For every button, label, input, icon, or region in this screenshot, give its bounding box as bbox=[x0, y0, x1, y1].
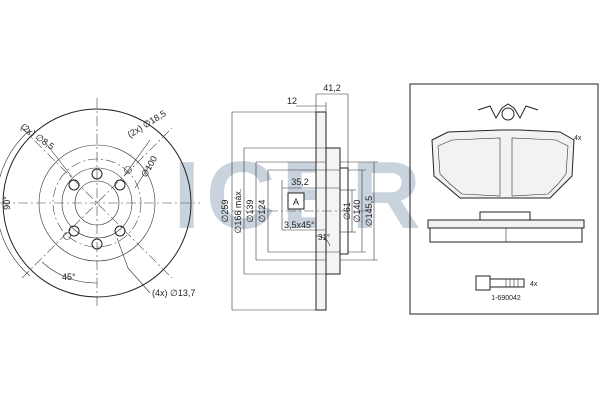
disc-front-view bbox=[0, 98, 200, 308]
bolt-hole bbox=[114, 179, 126, 191]
angle-45-label: 45° bbox=[62, 272, 76, 282]
bolt-holes-label: (4x) ∅13,7 bbox=[152, 288, 195, 298]
brake-pad-side bbox=[427, 219, 585, 229]
chamfer-label: 3,5x45° bbox=[284, 220, 315, 230]
angle-31-label: 31° bbox=[318, 233, 330, 242]
angle-90-label: 90° bbox=[2, 196, 12, 210]
dim-41-label: 41,2 bbox=[323, 83, 341, 93]
dim-35-label: 35,2 bbox=[291, 177, 309, 187]
pad-qty-label: 4x bbox=[574, 135, 582, 142]
disc-section-view bbox=[231, 93, 378, 311]
guide-bolt bbox=[475, 275, 525, 291]
bolt-qty-label: 4x bbox=[530, 281, 538, 288]
dim-12-label: 12 bbox=[287, 96, 297, 106]
bolt-hole bbox=[91, 238, 103, 250]
spring-clip bbox=[477, 103, 539, 120]
dia-140-label: ∅140 bbox=[352, 200, 362, 223]
bolt-hole bbox=[68, 225, 80, 237]
dia-259-label: ∅259 bbox=[220, 200, 230, 223]
bolt-hole bbox=[114, 225, 126, 237]
bolt-hole bbox=[91, 168, 103, 180]
dia-139-label: ∅139 bbox=[245, 200, 255, 223]
dia-166-label: ∅166 máx. bbox=[233, 189, 243, 234]
brake-pad-face bbox=[431, 129, 575, 199]
dia-145-label: ∅145,5 bbox=[364, 196, 374, 226]
datum-a-label: A bbox=[293, 197, 299, 207]
small-holes-label: (2x) ∅8,5 bbox=[19, 121, 56, 151]
bolt-hole bbox=[68, 179, 80, 191]
dia-124-label: ∅124 bbox=[257, 200, 267, 223]
bolt-ref-label: 1-690042 bbox=[491, 295, 521, 302]
dia-61-label: ∅61 bbox=[342, 202, 352, 220]
pads-panel bbox=[409, 83, 599, 315]
